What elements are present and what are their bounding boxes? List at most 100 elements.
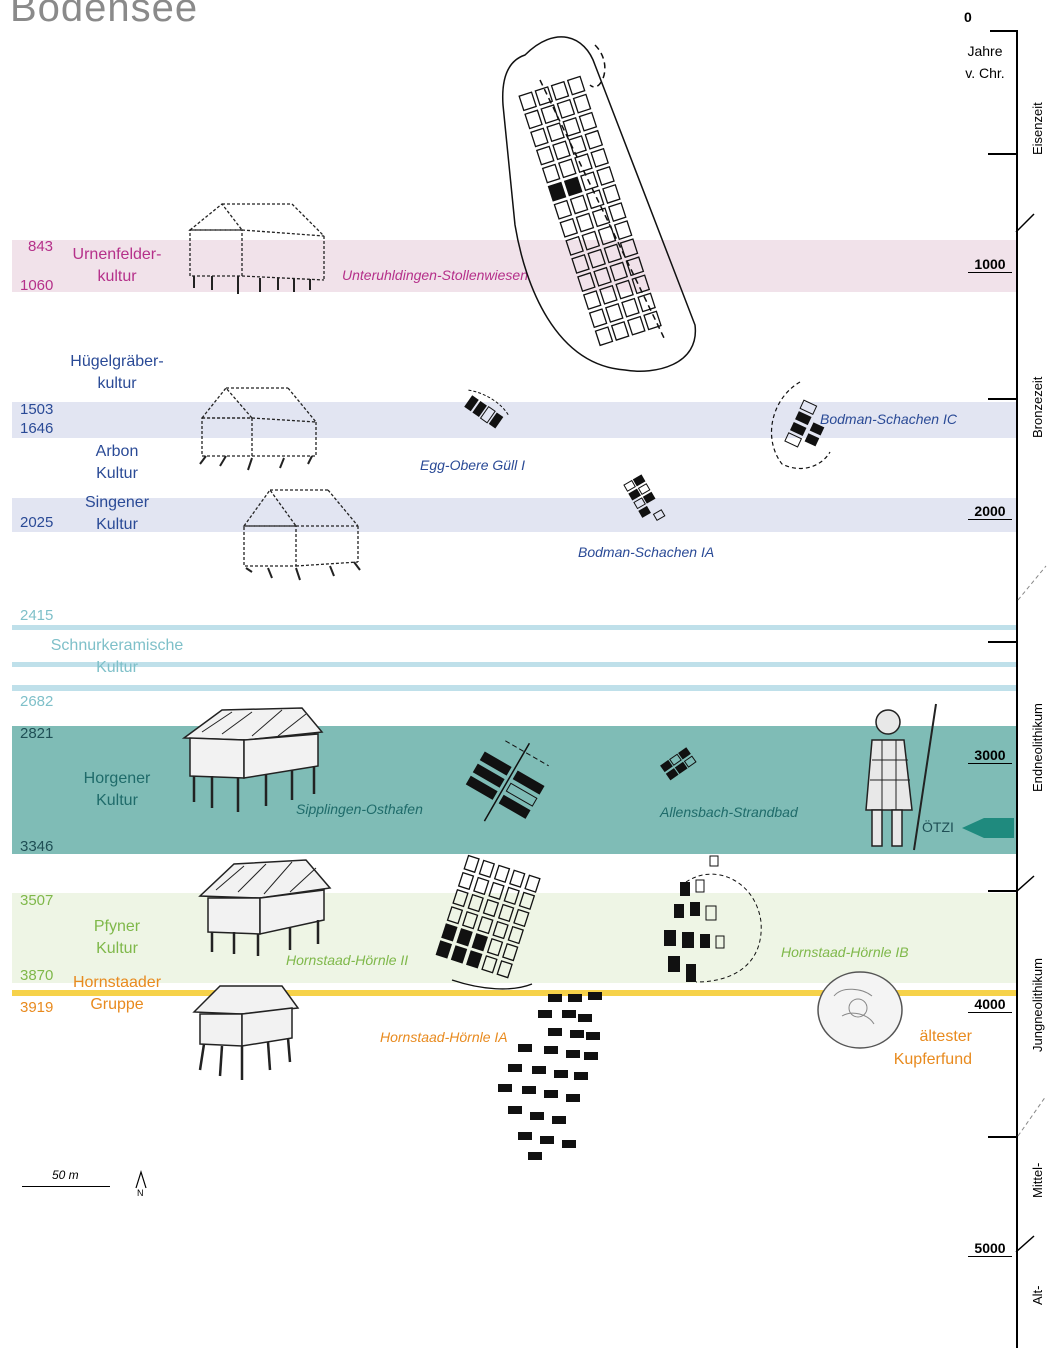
hut-marker xyxy=(591,207,611,228)
period-endneolithikum: Endneolithikum xyxy=(1030,703,1045,792)
period-alt: Alt- xyxy=(1030,1285,1045,1306)
hut-marker xyxy=(544,1090,558,1098)
hut-marker xyxy=(546,122,565,143)
hut-marker xyxy=(572,93,592,114)
hut-marker xyxy=(602,184,621,204)
page-title: Bodensee xyxy=(10,0,199,30)
hut-marker xyxy=(563,176,583,197)
hut-marker xyxy=(588,992,602,1000)
hut-marker xyxy=(588,308,608,329)
hut-marker xyxy=(577,272,596,292)
hut-marker xyxy=(566,75,586,96)
timeline-unit-line1: Jahre xyxy=(967,43,1003,59)
hut-marker xyxy=(625,256,645,277)
plan-sipplingen xyxy=(465,740,549,822)
site-label-sipplingen: Sipplingen-Osthafen xyxy=(296,801,423,817)
band-schnurkeramik-line-2 xyxy=(12,662,1016,667)
culture-arbon-line1: Arbon xyxy=(95,443,139,460)
hut-marker xyxy=(482,898,500,918)
band-schnurkeramik-line-3 xyxy=(12,685,1016,691)
hut-marker xyxy=(594,326,614,347)
site-label-bodman-ia: Bodman-Schachen IA xyxy=(578,544,715,560)
hut-marker xyxy=(559,217,579,238)
house-hornstaader xyxy=(192,985,300,1080)
hut-marker xyxy=(597,225,617,246)
hut-marker xyxy=(615,279,634,300)
hut-marker xyxy=(509,869,526,888)
copper-disk-figure xyxy=(817,971,903,1049)
period-separators xyxy=(1015,213,1047,1253)
tick-label-4000: 4000 xyxy=(968,996,1012,1013)
year-1503: 1503 xyxy=(20,401,54,418)
plan-unteruhldingen xyxy=(502,36,696,372)
tick-label-1000: 1000 xyxy=(968,256,1012,273)
hut-marker xyxy=(528,1152,542,1160)
hut-marker xyxy=(578,111,598,132)
hut-marker xyxy=(584,129,604,150)
hut-marker xyxy=(553,199,573,220)
culture-huegelgraeber: Hügelgräber- kultur xyxy=(52,351,182,395)
hut-marker xyxy=(613,220,633,241)
hut-marker xyxy=(581,230,601,251)
hut-marker xyxy=(530,1112,544,1120)
hut-marker xyxy=(463,854,480,874)
band-hornstaader xyxy=(12,990,1016,996)
hut-marker xyxy=(513,908,530,928)
year-2821: 2821 xyxy=(20,725,54,742)
site-label-allensbach: Allensbach-Strandbad xyxy=(660,804,798,820)
band-schnurkeramik-line-1 xyxy=(12,625,1016,630)
hut-marker xyxy=(599,284,618,305)
hut-marker xyxy=(584,1052,598,1060)
hut-marker xyxy=(496,960,513,979)
hut-marker xyxy=(466,950,483,969)
culture-huegelgraeber-line1: Hügelgräber- xyxy=(70,353,164,370)
hut-marker xyxy=(450,945,468,964)
house-horgener xyxy=(181,707,324,812)
hut-marker xyxy=(497,903,515,923)
tick-label-5000: 5000 xyxy=(968,1240,1012,1257)
tick-minor-2500 xyxy=(988,641,1018,643)
hut-marker xyxy=(524,874,541,893)
culture-urnenfelder: Urnenfelder- kultur xyxy=(52,244,182,288)
tick-minor-1500 xyxy=(988,398,1018,400)
year-3919: 3919 xyxy=(20,999,54,1016)
hut-marker xyxy=(456,928,473,947)
tick-minor-3500 xyxy=(988,890,1018,892)
period-eisenzeit: Eisenzeit xyxy=(1030,102,1045,155)
hut-marker xyxy=(552,140,571,161)
scale-bar xyxy=(22,1186,110,1187)
year-3507: 3507 xyxy=(20,892,54,909)
hut-marker xyxy=(467,893,484,913)
hut-marker xyxy=(530,127,549,148)
hut-marker xyxy=(556,98,576,119)
tick-label-0: 0 xyxy=(964,9,972,25)
hut-marker xyxy=(534,86,554,107)
culture-hornstaader-line1: Hornstaader xyxy=(72,974,162,991)
hut-marker xyxy=(554,1070,568,1078)
hut-marker xyxy=(486,938,504,957)
band-urnenfelder xyxy=(12,240,1016,292)
hut-marker xyxy=(609,261,629,282)
hut-marker xyxy=(473,876,490,896)
kupfer-label-line1: ältester xyxy=(919,1028,972,1045)
site-label-bodman-ic: Bodman-Schachen IC xyxy=(820,411,957,427)
period-mittel: Mittel- xyxy=(1030,1162,1045,1198)
year-2415: 2415 xyxy=(20,607,54,624)
hut-marker xyxy=(508,1064,522,1072)
plan-bodman-ic xyxy=(770,381,831,469)
site-label-hornstaad-ia: Hornstaad-Hörnle IA xyxy=(380,1029,508,1045)
north-label: N xyxy=(137,1188,144,1198)
hut-marker xyxy=(593,266,612,287)
hut-marker xyxy=(552,1116,566,1124)
culture-pfyner-line1: Pfyner xyxy=(93,918,141,935)
hut-marker xyxy=(610,321,630,341)
hut-marker xyxy=(503,886,520,906)
hut-marker xyxy=(585,189,605,210)
hut-marker xyxy=(574,1072,588,1080)
culture-horgener: Horgener Kultur xyxy=(52,768,182,812)
hut-marker xyxy=(461,911,479,930)
hut-marker xyxy=(568,994,582,1002)
culture-horgener-line2: Kultur xyxy=(96,792,138,809)
culture-hornstaader: Hornstaader Gruppe xyxy=(52,972,182,1016)
site-label-egg: Egg-Obere Güll I xyxy=(420,457,526,473)
